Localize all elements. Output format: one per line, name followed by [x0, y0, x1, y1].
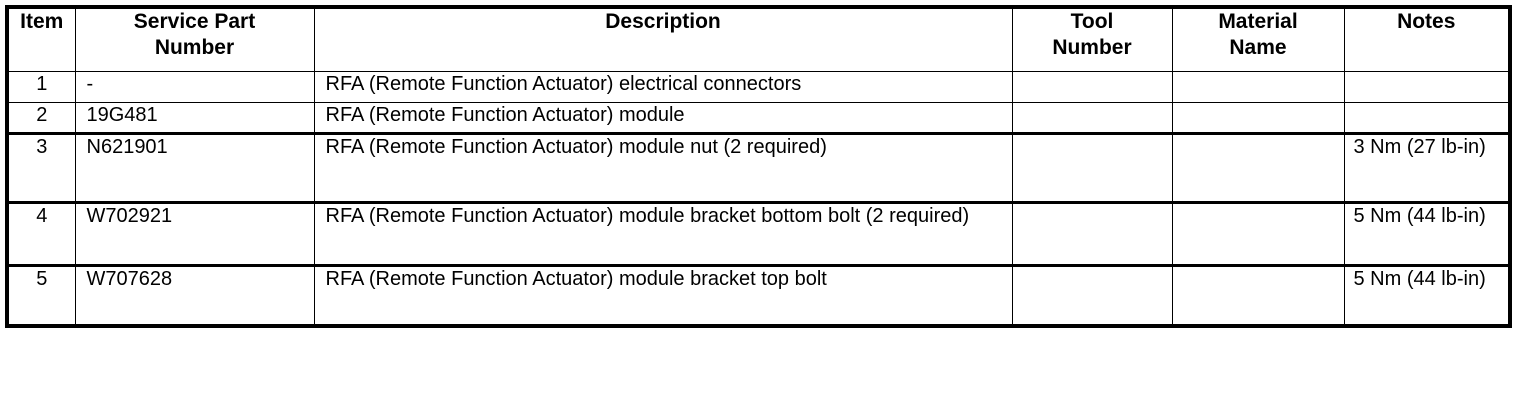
cell-service-part: 19G481 — [74, 102, 315, 134]
column-header-service-part-number-line2: Number — [154, 35, 235, 59]
service-parts-table: Item Service Part Number Description Too… — [5, 5, 1512, 328]
column-header-service-part-number: Service Part Number — [74, 6, 315, 72]
column-header-tool-number-line2: Number — [1052, 35, 1132, 59]
cell-item: 4 — [6, 201, 76, 266]
cell-description: RFA (Remote Function Actuator) module nu… — [313, 132, 1013, 203]
cell-service-part: N621901 — [74, 132, 315, 203]
cell-tool-number — [1011, 264, 1173, 327]
cell-notes — [1343, 102, 1511, 134]
cell-description: RFA (Remote Function Actuator) module — [313, 102, 1013, 134]
cell-material-name — [1171, 264, 1345, 327]
cell-notes — [1343, 71, 1511, 103]
cell-item: 3 — [6, 132, 76, 203]
column-header-item-line1: Item — [20, 10, 64, 33]
cell-notes: 3 Nm (27 lb-in) — [1343, 132, 1511, 203]
cell-material-name — [1171, 102, 1345, 134]
cell-item: 1 — [6, 71, 76, 103]
cell-material-name — [1171, 71, 1345, 103]
cell-description: RFA (Remote Function Actuator) module br… — [313, 264, 1013, 327]
table-row: 3 N621901 RFA (Remote Function Actuator)… — [6, 132, 1511, 203]
cell-tool-number — [1011, 102, 1173, 134]
cell-item: 5 — [6, 264, 76, 327]
cell-service-part: W707628 — [74, 264, 315, 327]
column-header-material-name: Material Name — [1171, 6, 1345, 72]
cell-item: 2 — [6, 102, 76, 134]
cell-material-name — [1171, 201, 1345, 266]
cell-service-part: - — [74, 71, 315, 103]
column-header-description-line1: Description — [605, 10, 721, 33]
header-row: Item Service Part Number Description Too… — [6, 6, 1511, 72]
table-header: Item Service Part Number Description Too… — [6, 6, 1511, 72]
cell-service-part: W702921 — [74, 201, 315, 266]
cell-notes: 5 Nm (44 lb-in) — [1343, 264, 1511, 327]
column-header-tool-number-line1: Tool — [1070, 10, 1114, 33]
cell-material-name — [1171, 132, 1345, 203]
table-row: 4 W702921 RFA (Remote Function Actuator)… — [6, 201, 1511, 266]
column-header-item: Item — [6, 6, 76, 72]
cell-description: RFA (Remote Function Actuator) electrica… — [313, 71, 1013, 103]
cell-description: RFA (Remote Function Actuator) module br… — [313, 201, 1013, 266]
column-header-tool-number: Tool Number — [1011, 6, 1173, 72]
cell-tool-number — [1011, 71, 1173, 103]
column-header-notes-line1: Notes — [1397, 10, 1456, 33]
table-row: 5 W707628 RFA (Remote Function Actuator)… — [6, 264, 1511, 327]
cell-tool-number — [1011, 201, 1173, 266]
table-body: 1 - RFA (Remote Function Actuator) elect… — [6, 71, 1511, 327]
column-header-material-name-line1: Material — [1218, 10, 1298, 33]
column-header-notes: Notes — [1343, 6, 1511, 72]
cell-tool-number — [1011, 132, 1173, 203]
column-header-description: Description — [313, 6, 1013, 72]
table-row: 1 - RFA (Remote Function Actuator) elect… — [6, 71, 1511, 103]
column-header-service-part-number-line1: Service Part — [133, 10, 256, 33]
table-row: 2 19G481 RFA (Remote Function Actuator) … — [6, 102, 1511, 134]
column-header-material-name-line2: Name — [1229, 35, 1287, 59]
cell-notes: 5 Nm (44 lb-in) — [1343, 201, 1511, 266]
